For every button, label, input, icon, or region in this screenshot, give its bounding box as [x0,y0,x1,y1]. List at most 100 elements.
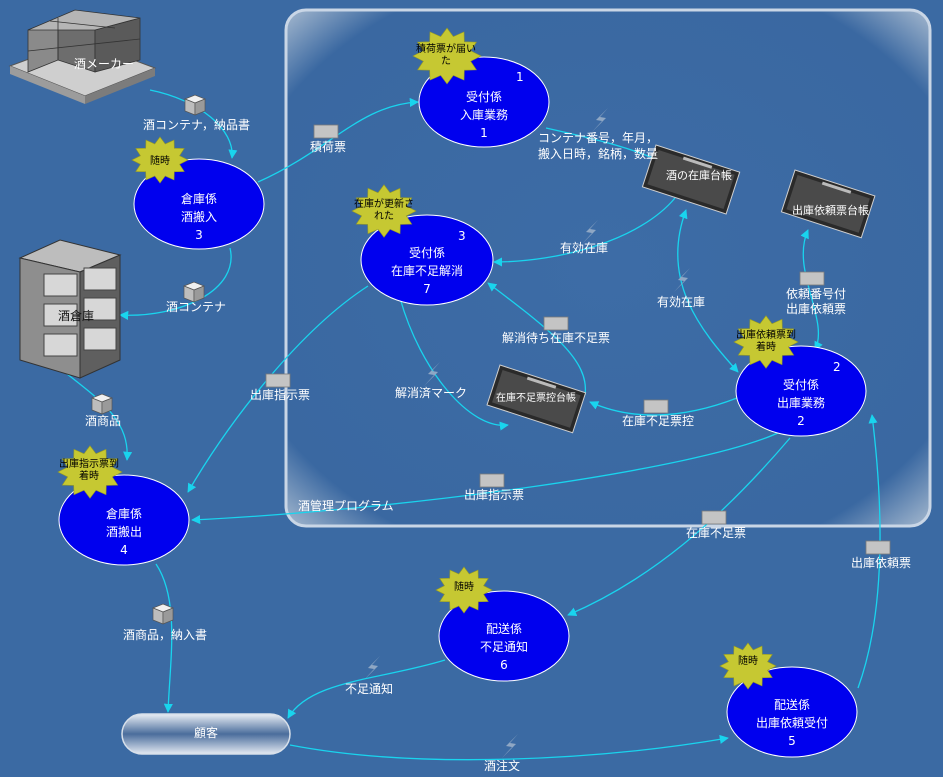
trigger-p4: 出庫指示票到着時 [59,459,119,482]
trigger-bursts [57,27,799,690]
flow-label: 酒商品 [85,414,122,428]
doc-icon [865,540,891,555]
arrow-customer-to-p5 [289,734,729,761]
cube-icon [183,281,205,303]
process-p5-task: 出庫依頼受付 [755,716,828,730]
arrow-shortage-to-p7 [487,282,587,396]
maker-boxes-icon [8,9,157,104]
doc-icon [643,399,669,414]
process-p5-label[interactable]: 配送係 出庫依頼受付 5 [733,696,851,750]
process-p7-corner: 3 [458,229,466,243]
process-p2-num: 2 [797,414,805,428]
ledger-request-label: 出庫依頼票台帳 [792,204,869,217]
arrow-p7-to-shortage [399,297,509,431]
process-p1-ellipse [418,56,550,148]
trigger-p3: 随時 [150,156,170,167]
trigger-p2: 出庫依頼票到着時 [736,330,796,353]
process-p4-ellipse [58,474,190,566]
arrow-p2-to-p4 [191,431,781,525]
process-p2-role: 受付係 [782,378,819,392]
trigger-p7: 在庫が更新された [354,199,414,222]
doc-icon [701,510,727,525]
lightning-icon [424,362,440,386]
document-icons [265,124,891,555]
process-p7-label[interactable]: 受付係 在庫不足解消 7 [368,244,486,298]
signal-icons [364,108,690,758]
process-p1-label[interactable]: 受付係 入庫業務 1 [433,88,535,142]
lightning-icon [582,220,598,244]
process-p7-ellipse [360,214,494,306]
cube-icons [91,94,206,625]
ledger-stock-icon [641,144,741,215]
process-p2-ellipse [735,345,867,437]
flow-label: 搬入日時，銘柄，数量 [538,147,659,161]
process-p1-corner: 1 [516,70,524,84]
flow-label: 酒注文 [484,759,521,773]
flow-label: 積荷票 [310,140,347,154]
lightning-icon [674,268,690,292]
arrow-maker-to-p3 [149,89,238,159]
flow-label: 不足通知 [345,682,394,696]
trigger-p6: 随時 [454,582,474,593]
customer-label[interactable]: 顧客 [194,726,219,740]
process-p2-corner: 2 [833,360,841,374]
flow-label: 出庫指示票 [464,488,525,502]
flow-label: 出庫指示票 [250,388,311,402]
doc-icon [265,373,291,388]
trigger-burst-shape [131,136,189,184]
flow-label: 解消待ち在庫不足票 [502,331,611,345]
arrow-p2-to-p6 [567,437,791,616]
process-p3-num: 3 [195,228,203,242]
process-p7-task: 在庫不足解消 [390,264,463,278]
process-p6-label[interactable]: 配送係 不足通知 6 [453,620,555,674]
process-p3-label[interactable]: 倉庫係 酒搬入 3 [148,190,250,244]
ledger-request-icon [780,169,876,239]
lightning-icon [592,108,608,132]
process-p6-ellipse [438,590,570,682]
maker-label: 酒メーカー [74,57,135,71]
ledger-shortage-icon [486,364,587,434]
trigger-burst-shape [719,642,777,690]
flow-label: 出庫依頼票 [851,556,912,570]
process-p1-task: 入庫業務 [459,108,508,122]
arrow-p3-to-p1 [257,97,419,183]
arrow-p2-to-shortage [589,397,738,416]
arrow-p2-to-stock-bidir [677,209,739,373]
process-p3-role: 倉庫係 [180,192,217,206]
flow-label: 酒商品，納入書 [123,628,208,642]
trigger-burst-shape [435,566,493,614]
warehouse-shelf-icon [18,239,122,379]
process-p5-role: 配送係 [773,698,810,712]
flow-label: 有効在庫 [560,241,609,255]
process-ellipses [58,56,867,758]
process-p7-role: 受付係 [408,246,445,260]
trigger-burst-shape [412,27,482,85]
flow-label: 在庫不足票控 [622,414,695,428]
arrow-p6-to-customer [287,659,446,719]
trigger-burst-shape [351,184,417,238]
lightning-icon [364,656,380,680]
process-p4-label[interactable]: 倉庫係 酒搬出 4 [73,505,175,559]
doc-icon [479,473,505,488]
arrow-p4-to-customer [155,563,173,713]
process-p1-role: 受付係 [465,90,502,104]
doc-icon [543,316,569,331]
process-p2-task: 出庫業務 [776,396,825,410]
trigger-p5: 随時 [738,656,758,667]
warehouse-label: 酒倉庫 [58,309,95,323]
process-p5-ellipse [726,666,858,758]
process-p5-num: 5 [788,734,796,748]
cube-icon [152,603,174,625]
flow-label: 酒コンテナ [166,300,227,314]
flow-label: 有効在庫 [657,295,706,309]
ledger-stock-label: 酒の在庫台帳 [666,169,732,182]
process-p2-label[interactable]: 受付係 出庫業務 2 [750,376,852,430]
flow-label: 解消済マーク [395,386,468,400]
arrow-stock-to-p7 [493,197,676,267]
trigger-burst-shape [57,445,123,499]
flow-label: 酒コンテナ，納品書 [143,118,251,132]
doc-icon [799,271,825,286]
flow-label: 在庫不足票 [686,526,747,540]
lightning-icon [502,734,518,758]
